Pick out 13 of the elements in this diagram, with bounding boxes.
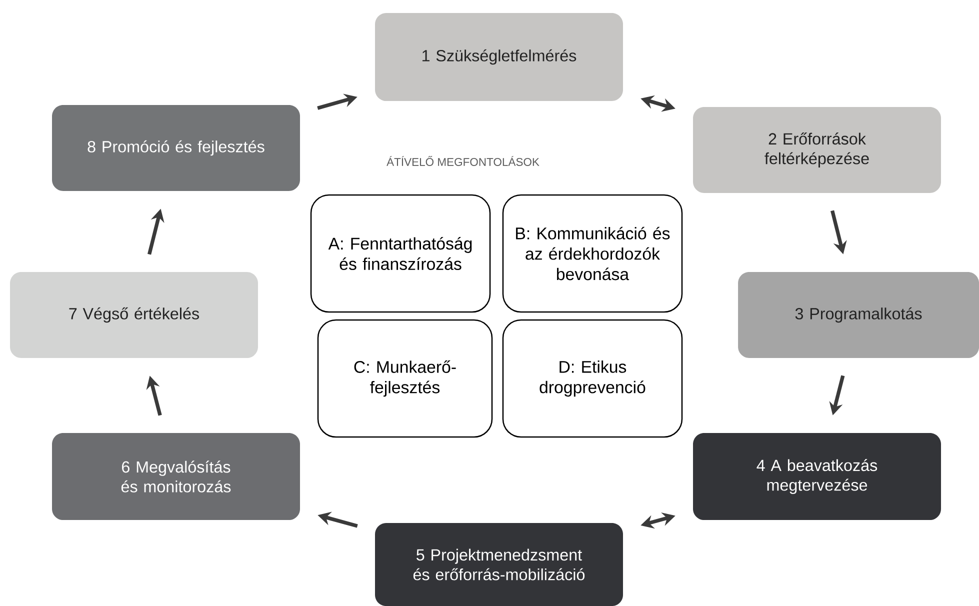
process-box: 6 Megvalósítás és monitorozás	[52, 433, 300, 520]
topic-box: D: Etikus drogprevenció	[502, 319, 683, 438]
process-box: 5 Projektmenedzsment és erőforrás-mobilizáció	[375, 523, 623, 606]
section-heading: ÁTÍVELŐ MEGFONTOLÁSOK	[386, 156, 540, 166]
process-box: 3 Programalkotás	[738, 272, 979, 358]
topic-box: C: Munkaerő-fejlesztés	[317, 319, 493, 438]
process-box: 1 Szükségletfelmérés	[375, 13, 623, 101]
topic-box: A: Fenntarthatóság és finanszírozás	[310, 194, 491, 313]
process-box: 2 Erőforrások feltérképezése	[693, 107, 941, 193]
process-box: 7 Végső értékelés	[10, 272, 258, 358]
process-box: 8 Promóció és fejlesztés	[52, 105, 300, 191]
topic-box: B: Kommunikáció és az érdekhordozók bevonása	[502, 194, 683, 313]
process-box: 4 A beavatkozás megtervezése	[693, 433, 941, 520]
